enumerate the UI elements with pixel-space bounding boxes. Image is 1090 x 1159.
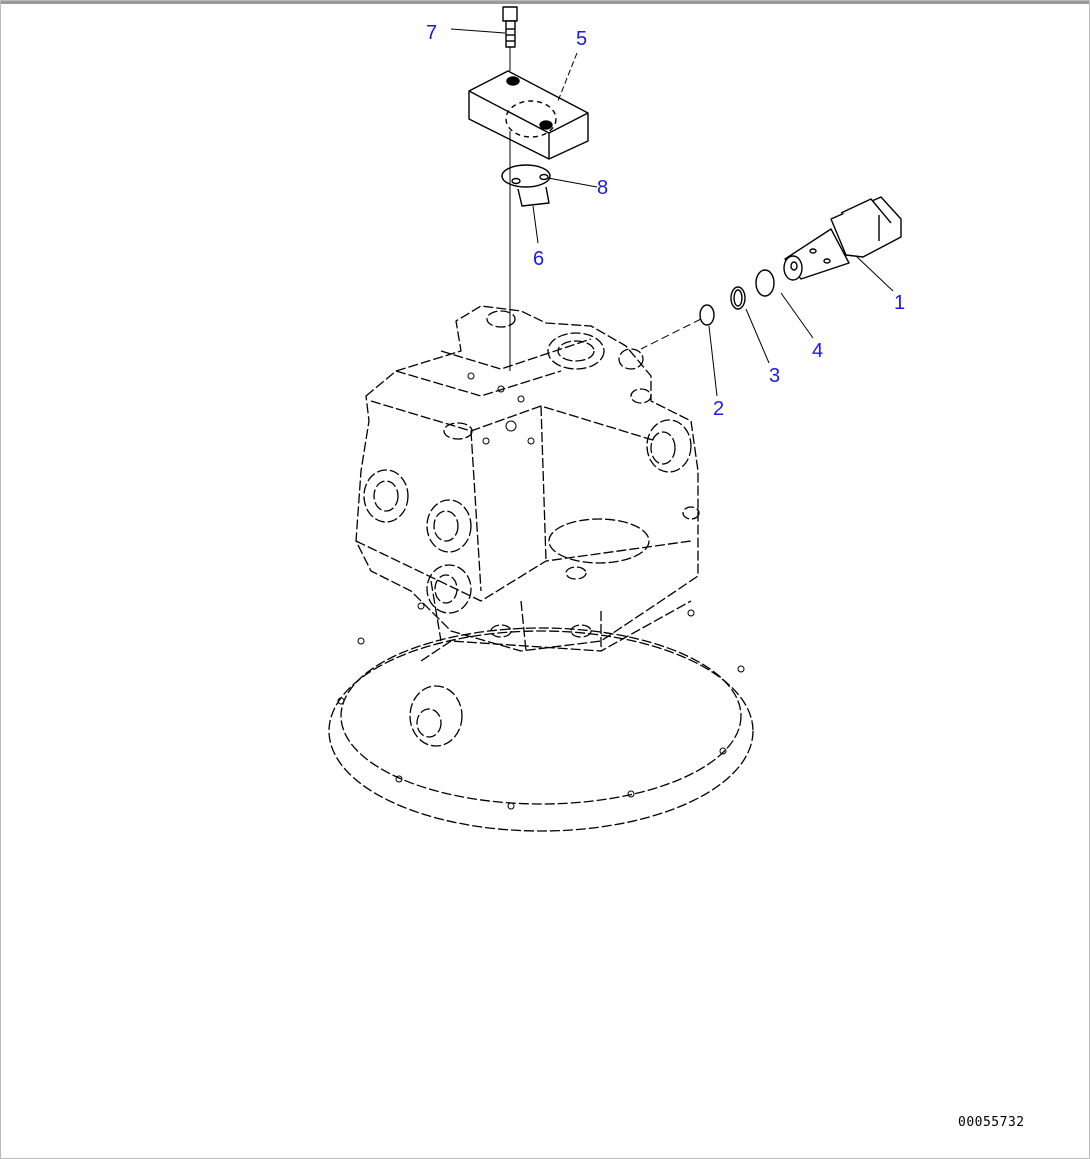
block-part-5 — [468, 70, 589, 160]
o-ring-part-2 — [699, 304, 715, 326]
o-ring-part-4 — [755, 269, 775, 297]
callout-8: 8 — [597, 177, 609, 199]
callout-2: 2 — [713, 398, 725, 420]
callout-3: 3 — [769, 365, 781, 387]
callout-1: 1 — [894, 292, 906, 314]
leader-lines — [450, 28, 894, 397]
relief-valve-part-1 — [783, 196, 902, 281]
callout-5: 5 — [576, 28, 588, 50]
callout-4: 4 — [812, 340, 824, 362]
bolt-part-7 — [502, 6, 518, 48]
callout-7: 7 — [426, 22, 438, 44]
callout-6: 6 — [533, 248, 545, 270]
flange-bolt-holes — [337, 372, 745, 810]
swing-motor-body — [328, 305, 754, 832]
plate-part-8 — [501, 164, 551, 207]
drawing-code: 00055732 — [958, 1115, 1025, 1130]
